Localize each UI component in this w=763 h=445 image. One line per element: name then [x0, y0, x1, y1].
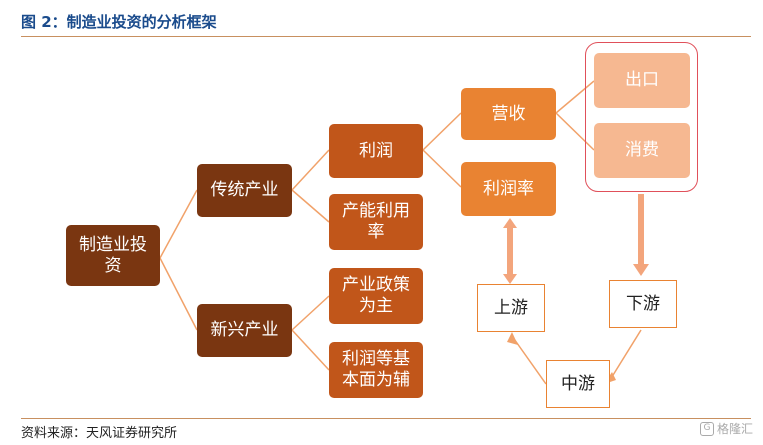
double-arrow-up-head	[503, 218, 517, 228]
connector-profit-margin	[422, 149, 462, 188]
connector-emerging-fundamentals	[291, 329, 330, 371]
down-arrow-shaft	[638, 194, 644, 264]
bottom-rule	[21, 418, 751, 419]
watermark-text: 格隆汇	[717, 422, 754, 436]
down-arrow-head	[633, 264, 649, 276]
node-export: 出口	[594, 53, 690, 108]
node-midstream: 中游	[546, 360, 610, 408]
node-revenue: 营收	[461, 88, 556, 140]
node-profit-fundamentals: 利润等基本面为辅	[329, 342, 423, 398]
watermark: G 格隆汇	[700, 420, 753, 437]
double-arrow-down-head	[503, 274, 517, 284]
watermark-logo-icon: G	[700, 421, 714, 436]
connector-midstream-upstream	[511, 335, 547, 385]
connector-root-emerging	[159, 257, 198, 331]
arrowhead-to-upstream	[507, 332, 518, 345]
node-traditional-industry: 传统产业	[197, 164, 292, 217]
connector-root-traditional	[159, 189, 198, 259]
node-industrial-policy: 产业政策为主	[329, 268, 423, 324]
connector-traditional-profit	[291, 149, 330, 191]
node-consumption: 消费	[594, 123, 690, 178]
source-note: 资料来源：天风证券研究所	[21, 426, 178, 441]
node-upstream: 上游	[477, 284, 545, 332]
top-rule	[21, 36, 751, 37]
connector-revenue-consumption	[555, 112, 595, 151]
node-capacity-utilization: 产能利用率	[329, 194, 423, 250]
node-profit-margin: 利润率	[461, 162, 556, 216]
connector-profit-revenue	[422, 112, 462, 151]
node-emerging-industry: 新兴产业	[197, 304, 292, 357]
node-downstream: 下游	[609, 280, 677, 328]
export-consumption-frame	[585, 42, 698, 192]
figure-title: 图 2：制造业投资的分析框架	[21, 13, 217, 31]
connector-emerging-policy	[291, 295, 330, 331]
node-manufacturing-investment: 制造业投资	[66, 225, 160, 286]
connector-traditional-capacity	[291, 189, 330, 223]
node-profit: 利润	[329, 124, 423, 178]
connector-downstream-midstream	[609, 329, 642, 381]
double-arrow-shaft	[507, 226, 513, 276]
connector-revenue-export	[555, 80, 595, 114]
